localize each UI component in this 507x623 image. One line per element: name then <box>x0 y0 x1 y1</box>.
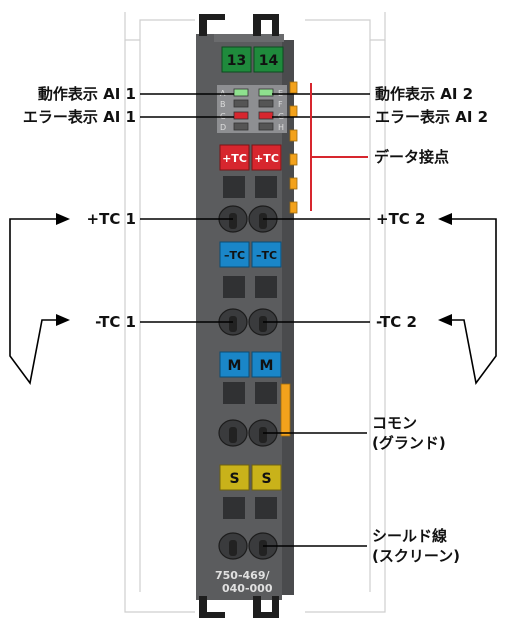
data-contacts-bracket <box>310 83 368 211</box>
conductor-entries <box>223 176 277 519</box>
led-letter-h: H <box>278 123 284 132</box>
tag-tc-minus-1: –TC <box>224 249 245 262</box>
terminal-openings <box>218 205 278 560</box>
label-tc2-minus: -TC 2 <box>376 313 417 331</box>
label-common-line1: コモン <box>372 414 417 432</box>
led-letter-b: B <box>220 100 226 109</box>
terminal-number-14: 14 <box>259 53 279 69</box>
data-contacts <box>289 81 298 214</box>
ground-contact <box>280 383 291 437</box>
label-tc1-plus: +TC 1 <box>87 210 136 228</box>
tag-s-1: S <box>229 471 239 487</box>
led-panel: A B C D E F G H <box>217 85 287 133</box>
terminal-number-13: 13 <box>227 53 246 69</box>
tag-m-2: M <box>260 358 274 374</box>
tag-tc-minus-2: –TC <box>256 249 277 262</box>
label-common-line2: (グランド) <box>372 434 446 452</box>
thermocouple-2-wiring <box>438 213 497 385</box>
label-error-ai2: エラー表示 AI 2 <box>375 108 488 126</box>
callout-lines <box>140 93 370 547</box>
tag-tc-plus-2: +TC <box>254 152 279 165</box>
bottom-latch <box>199 596 279 618</box>
tc-plus-tags: +TC +TC <box>219 144 282 171</box>
rail-outline <box>124 12 386 613</box>
thermocouple-1-wiring <box>9 213 70 385</box>
label-error-ai1: エラー表示 AI 1 <box>23 108 136 126</box>
label-tc1-minus: -TC 1 <box>95 313 136 331</box>
part-number-line1: 750-469/ <box>215 569 270 582</box>
tag-s-2: S <box>261 471 271 487</box>
label-data-contacts: データ接点 <box>374 148 449 166</box>
common-tags: M M <box>219 351 282 378</box>
led-letter-f: F <box>278 100 283 109</box>
label-status-ai1: 動作表示 AI 1 <box>38 85 136 103</box>
shield-tags: S S <box>219 464 282 491</box>
label-tc2-plus: +TC 2 <box>376 210 425 228</box>
top-latch <box>199 14 279 36</box>
label-shield-line1: シールド線 <box>372 527 447 545</box>
tc-minus-tags: –TC –TC <box>219 241 282 268</box>
label-shield-line2: (スクリーン) <box>372 547 460 565</box>
part-number-line2: 040-000 <box>222 582 273 595</box>
label-status-ai2: 動作表示 AI 2 <box>375 85 473 103</box>
led-letter-d: D <box>220 123 226 132</box>
tag-m-1: M <box>228 358 242 374</box>
terminal-number-markers: 13 14 <box>221 46 284 73</box>
tag-tc-plus-1: +TC <box>222 152 247 165</box>
